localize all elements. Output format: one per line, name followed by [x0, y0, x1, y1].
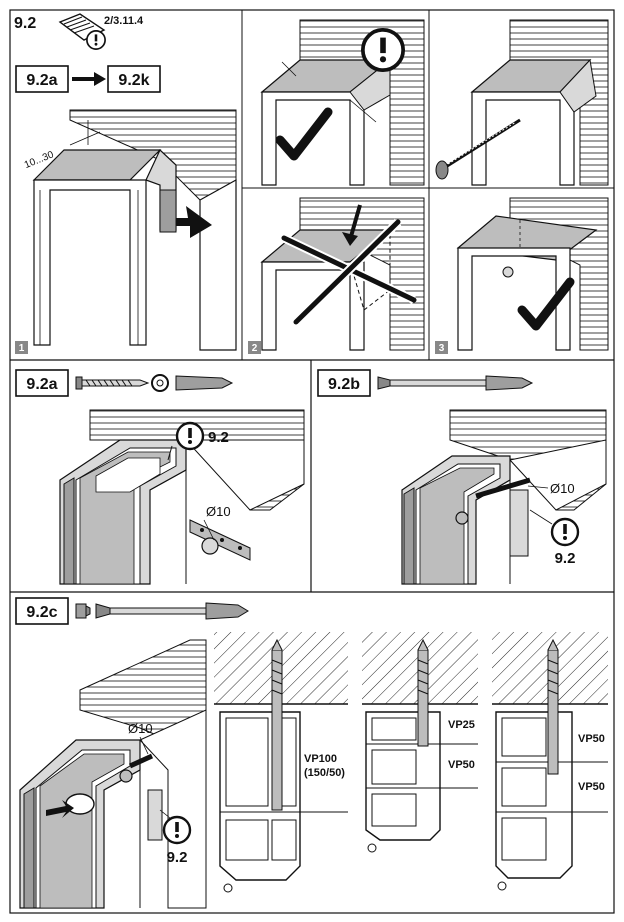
detail-sublabel: (150/50) [304, 767, 345, 779]
bolt-icon [201, 537, 219, 555]
range-start: 9.2a [26, 72, 57, 89]
panel-3-screw [435, 19, 609, 186]
step-number: 9.2 [14, 15, 36, 32]
note-ref: 9.2 [208, 429, 229, 446]
manual-ref: 2/3.11.4 [104, 15, 144, 27]
note-ref: 9.2 [555, 550, 576, 567]
detail-label: VP100 [304, 753, 337, 765]
checkmark-icon [280, 112, 328, 156]
section-9-2c: 9.2c Ø10 9.2 [15, 597, 249, 909]
detail-label: VP25 [448, 719, 475, 731]
section-9-2b: 9.2b Ø10 9.2 [317, 369, 607, 585]
diameter-label: Ø10 [128, 721, 153, 736]
panel-number: 1 [19, 343, 25, 354]
hardware-icons [377, 375, 534, 391]
panel-badge [435, 341, 448, 354]
warning-icon [175, 421, 205, 451]
section-title: 9.2b [328, 376, 360, 393]
detail-vp100: VP100 (150/50) [214, 632, 348, 893]
bolt-icon [455, 511, 469, 525]
arrow-right-icon [94, 72, 106, 86]
diameter-label: Ø10 [550, 481, 575, 496]
panel-2-correct [260, 19, 425, 186]
section-title: 9.2a [26, 376, 57, 393]
panel-number: 3 [439, 343, 445, 354]
push-arrow-icon [176, 206, 212, 238]
detail-label: VP50 [448, 759, 475, 771]
note-ref: 9.2 [167, 849, 188, 866]
section-9-2a: 9.2a Ø10 9.2 [15, 369, 305, 585]
detail-label: VP50 [578, 733, 605, 745]
down-arrow-icon [342, 232, 358, 246]
detail-vp25-vp50: VP25 VP50 [362, 632, 478, 853]
detail-label: VP50 [578, 781, 605, 793]
cross-icon [293, 219, 401, 325]
panel-badge [248, 341, 261, 354]
diameter-label: Ø10 [206, 504, 231, 519]
push-arrow-icon [46, 800, 74, 818]
panel-badge [15, 341, 28, 354]
outer-border [9, 9, 615, 914]
warning-icon [162, 815, 192, 845]
manual-ref-icon [58, 13, 106, 50]
panel-2-wrong: 2 [248, 197, 425, 354]
section-title: 9.2c [26, 604, 57, 621]
warning-icon [550, 517, 580, 547]
hardware-icons [75, 602, 249, 620]
screw-icon [435, 160, 449, 180]
panel-3-done: 3 [435, 197, 609, 354]
range-end: 9.2k [118, 72, 149, 89]
panel-1: 9.2 2/3.11.4 9.2a 9.2k 10...30 1 [14, 13, 237, 354]
detail-vp50-vp50: VP50 VP50 [492, 632, 608, 891]
hardware-icons [75, 374, 234, 392]
warning-icon [360, 27, 406, 73]
bolt-icon [119, 769, 133, 783]
panel-number: 2 [252, 343, 258, 354]
